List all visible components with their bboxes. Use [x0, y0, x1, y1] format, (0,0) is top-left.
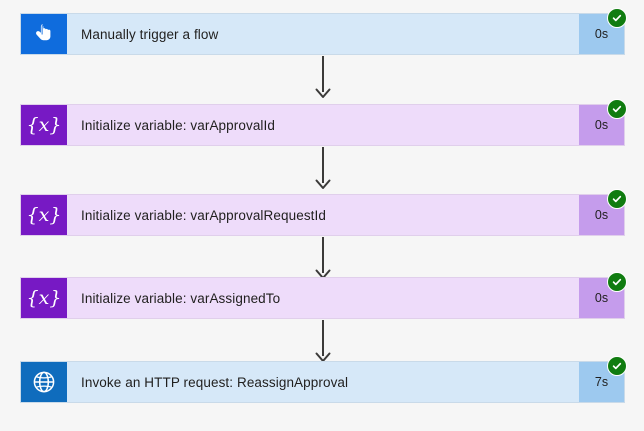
variable-glyph: {x} [26, 113, 62, 136]
flow-step-row[interactable]: {x} Initialize variable: varAssignedTo 0… [20, 277, 625, 319]
flow-step-row[interactable]: Manually trigger a flow 0s [20, 13, 625, 55]
flow-step-duration: 0s [579, 278, 624, 318]
flow-step-title: Manually trigger a flow [81, 26, 219, 42]
flow-connector-arrow [312, 147, 334, 191]
status-badge-success [607, 356, 627, 376]
touch-hand-icon [21, 14, 67, 54]
variable-glyph: {x} [26, 286, 62, 309]
flow-step-row[interactable]: {x} Initialize variable: varApprovalId 0… [20, 104, 625, 146]
variable-braces-icon: {x} [21, 278, 67, 318]
flow-connector-arrow [312, 56, 334, 100]
variable-braces-icon: {x} [21, 195, 67, 235]
flow-step-title: Initialize variable: varApprovalId [81, 117, 275, 133]
flow-step-row[interactable]: Invoke an HTTP request: ReassignApproval… [20, 361, 625, 403]
variable-braces-icon: {x} [21, 105, 67, 145]
globe-icon [21, 362, 67, 402]
status-badge-success [607, 189, 627, 209]
flow-connector-arrow [312, 237, 334, 281]
variable-glyph: {x} [26, 203, 62, 226]
status-badge-success [607, 272, 627, 292]
flow-step-title: Initialize variable: varAssignedTo [81, 290, 281, 306]
flow-step-title: Invoke an HTTP request: ReassignApproval [81, 374, 349, 390]
status-badge-success [607, 99, 627, 119]
flow-step-row[interactable]: {x} Initialize variable: varApprovalRequ… [20, 194, 625, 236]
status-badge-success [607, 8, 627, 28]
flow-connector-arrow [312, 320, 334, 364]
flow-step-title: Initialize variable: varApprovalRequestI… [81, 207, 326, 223]
